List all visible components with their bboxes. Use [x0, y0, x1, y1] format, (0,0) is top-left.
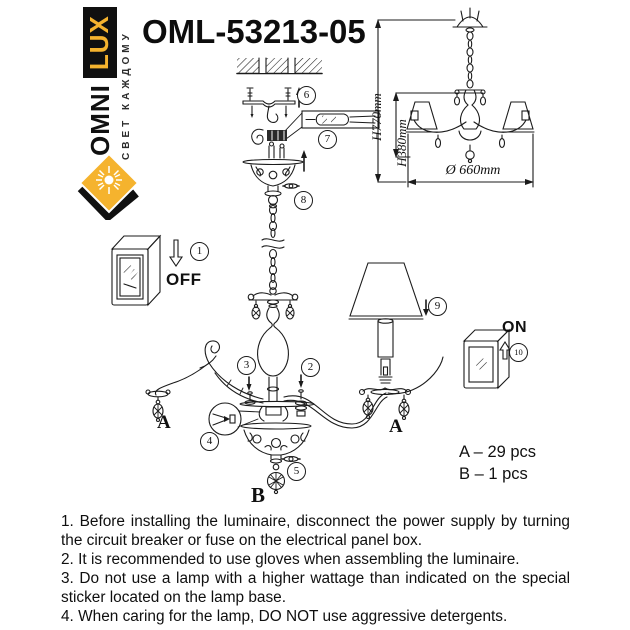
part-b-label: B: [251, 483, 266, 507]
instruction-item-4: 4. When caring for the lamp, DO NOT use …: [61, 608, 508, 625]
dimension-lines: [375, 19, 534, 188]
mounting-bracket-drawing: [242, 87, 302, 123]
brand-omni-text: OMNI: [84, 84, 115, 156]
step-7-badge: 7: [318, 130, 337, 149]
brand-logo: OMNI LUX: [80, 6, 120, 156]
up-arrow-icon: [499, 340, 511, 360]
breaker-on-drawing: [462, 328, 511, 390]
hook-icon: [266, 105, 279, 123]
wire-connector-callout: [208, 402, 261, 436]
wire-hook-icon: [251, 128, 264, 145]
dimension-body-height: H380mm: [394, 119, 409, 167]
breaker-off-drawing: [110, 234, 184, 307]
instruction-item-1: 1. Before installing the luminaire, disc…: [61, 513, 570, 549]
chain-drawing: [261, 204, 285, 291]
page-title: OML-53213-05: [142, 13, 366, 50]
ceiling-hatch-drawing: [236, 57, 323, 75]
dimension-total-height: H770mm: [369, 93, 384, 141]
brand-lux-text: LUX: [83, 7, 117, 79]
overview-drawing: [375, 7, 535, 188]
brand-tagline: СВЕТ КАЖДОМУ: [121, 30, 132, 160]
dimension-diameter: Ø 660mm: [445, 163, 501, 178]
step-5-badge: 5: [287, 462, 306, 481]
step-4-badge: 4: [200, 432, 219, 451]
instruction-item-3: 3. Do not use a lamp with a higher watta…: [61, 570, 570, 606]
off-label: OFF: [166, 270, 202, 289]
part-a-count: A – 29 pcs: [459, 443, 537, 461]
instruction-item-2: 2. It is recommended to use gloves when …: [61, 551, 520, 568]
terminal-block-callout-drawing: [267, 110, 380, 141]
step-10-badge: 10: [509, 343, 528, 362]
canopy-drawing: [242, 128, 307, 209]
step-6-badge: 6: [297, 86, 316, 105]
instructions-block: 1. Before installing the luminaire, disc…: [61, 512, 570, 626]
brand-diamond-icon: [77, 152, 140, 220]
vase-column: [257, 307, 289, 377]
sunburst-icon: [96, 166, 122, 194]
part-b-count: B – 1 pcs: [459, 465, 528, 483]
step-2-badge: 2: [301, 358, 320, 377]
step-9-badge: 9: [428, 297, 447, 316]
down-arrow-icon: [168, 239, 184, 267]
part-a-label-left: A: [157, 412, 171, 433]
on-label: ON: [502, 319, 527, 336]
step-1-badge: 1: [190, 242, 209, 261]
step-3-badge: 3: [237, 356, 256, 375]
part-a-label-right: A: [389, 416, 403, 437]
lampshade-drawing: [349, 262, 423, 317]
chandelier-drawing: [145, 262, 444, 495]
step-8-badge: 8: [294, 191, 313, 210]
